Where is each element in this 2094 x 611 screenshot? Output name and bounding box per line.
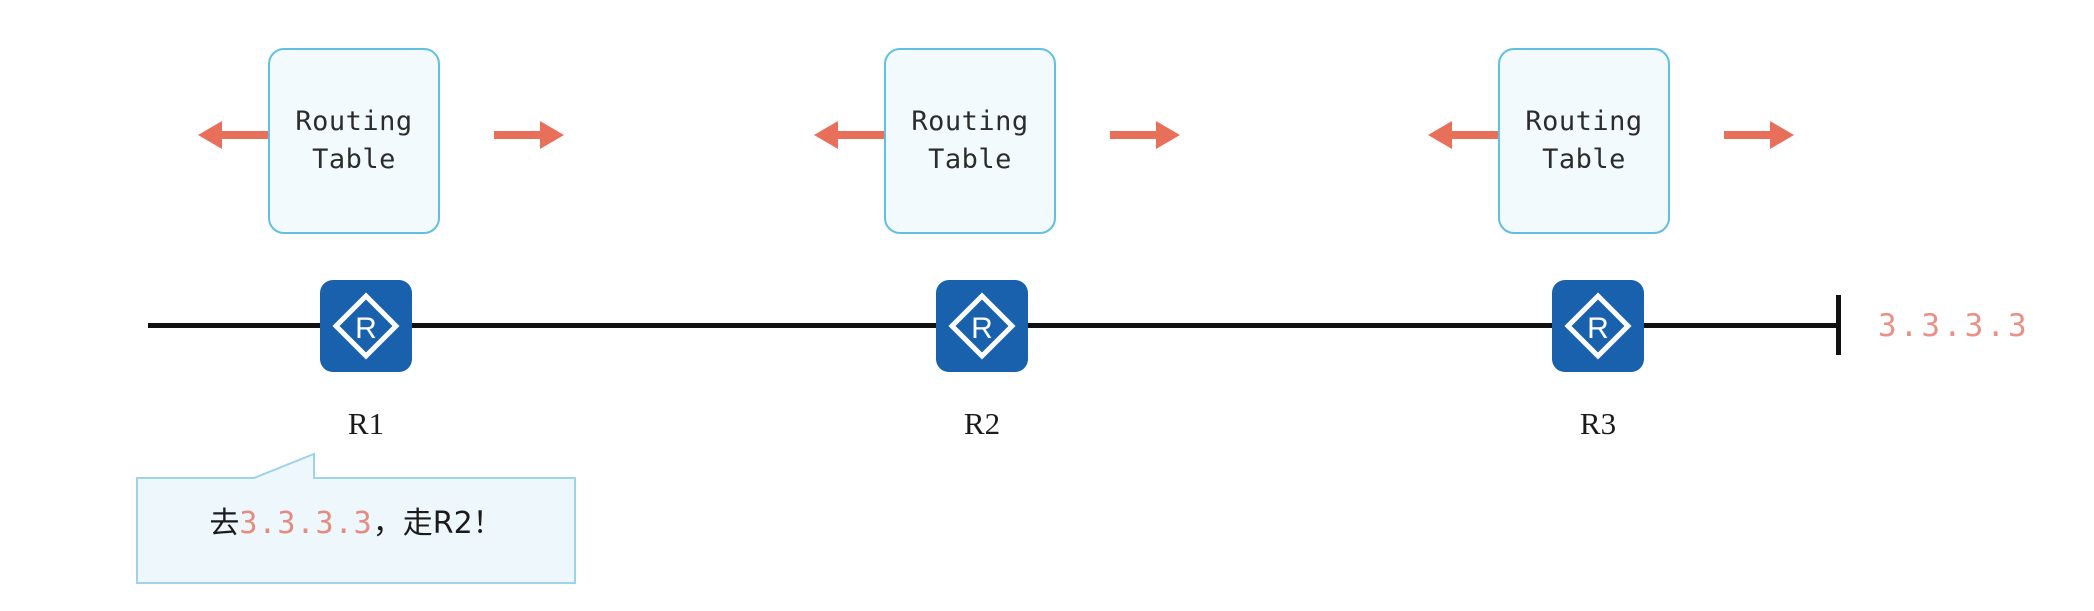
router-diamond-icon: R <box>948 292 1016 360</box>
routing-table-box-3[interactable]: Routing Table <box>1498 48 1670 234</box>
arrow-left-rt1 <box>196 118 268 152</box>
line-terminator-bar <box>1836 295 1841 355</box>
router-label-r2: R2 <box>963 406 1001 441</box>
router-label-r1: R1 <box>347 406 385 441</box>
routing-table-label-3: Routing Table <box>1525 105 1643 175</box>
routing-table-box-2[interactable]: Routing Table <box>884 48 1056 234</box>
arrow-right-rt1 <box>494 118 566 152</box>
router-label-r3: R3 <box>1579 406 1617 441</box>
callout-suffix: ，走R2！ <box>372 506 503 541</box>
arrow-left-rt3 <box>1426 118 1498 152</box>
callout-bubble[interactable]: 去3.3.3.3，走R2！ <box>136 452 576 584</box>
arrow-left-rt2 <box>812 118 884 152</box>
callout-prefix: 去 <box>209 506 240 541</box>
routing-table-label-1: Routing Table <box>295 105 413 175</box>
destination-ip-label: 3.3.3.3 <box>1878 308 2030 344</box>
router-diamond-icon: R <box>1564 292 1632 360</box>
arrow-right-rt2 <box>1110 118 1182 152</box>
callout-text: 去3.3.3.3，走R2！ <box>136 498 576 542</box>
routing-table-label-2: Routing Table <box>911 105 1029 175</box>
router-diamond-icon: R <box>332 292 400 360</box>
svg-text:R: R <box>1587 312 1609 345</box>
router-icon-r1[interactable]: R <box>320 280 412 372</box>
router-icon-r2[interactable]: R <box>936 280 1028 372</box>
callout-ip: 3.3.3.3 <box>239 506 373 541</box>
callout-shape-icon <box>136 452 576 584</box>
router-icon-r3[interactable]: R <box>1552 280 1644 372</box>
routing-table-box-1[interactable]: Routing Table <box>268 48 440 234</box>
svg-text:R: R <box>355 312 377 345</box>
arrow-right-rt3 <box>1724 118 1796 152</box>
svg-text:R: R <box>971 312 993 345</box>
